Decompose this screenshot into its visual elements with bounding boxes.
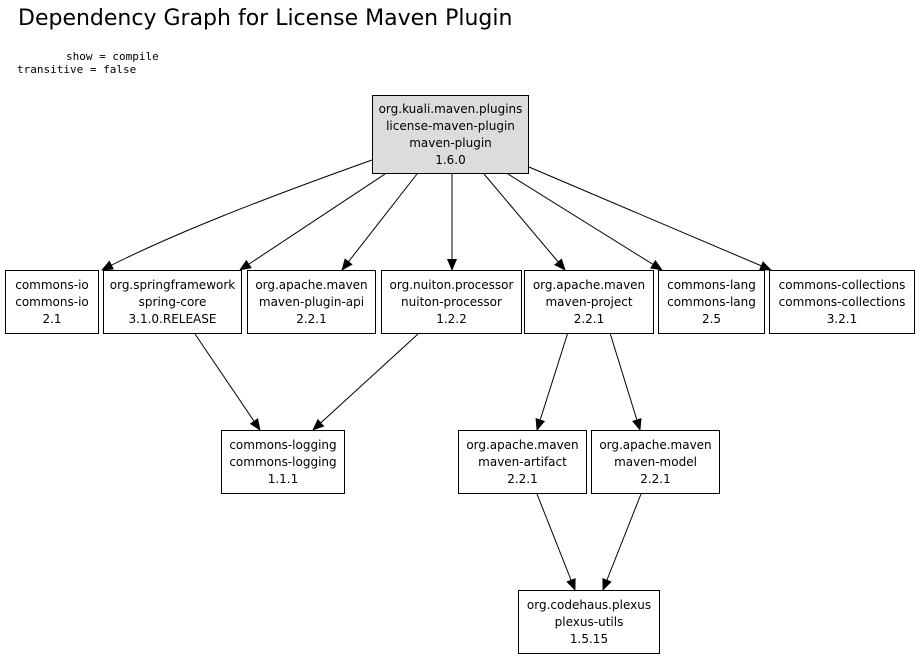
node-artifact-id: commons-io bbox=[15, 294, 89, 309]
param-show: show = compile bbox=[66, 50, 159, 63]
node-maven-model: org.apache.maven maven-model 2.2.1 bbox=[591, 430, 720, 494]
node-license-maven-plugin: org.kuali.maven.plugins license-maven-pl… bbox=[372, 95, 529, 174]
node-commons-lang: commons-lang commons-lang 2.5 bbox=[658, 270, 765, 334]
node-group-id: commons-lang bbox=[667, 277, 756, 292]
node-group-id: org.kuali.maven.plugins bbox=[378, 101, 523, 116]
edge-maven-model-plexus-utils bbox=[602, 493, 642, 591]
node-artifact-id: license-maven-plugin bbox=[386, 118, 515, 133]
node-version: 3.1.0.RELEASE bbox=[128, 311, 217, 326]
edge-root-commons-lang bbox=[507, 173, 663, 271]
edge-root-commons-io bbox=[101, 159, 373, 271]
node-artifact-id: spring-core bbox=[138, 294, 207, 309]
node-maven-project: org.apache.maven maven-project 2.2.1 bbox=[524, 270, 654, 334]
edge-root-maven-project bbox=[483, 173, 566, 271]
node-version: 3.2.1 bbox=[826, 311, 858, 326]
edge-root-maven-plugin-api bbox=[341, 173, 418, 271]
node-group-id: org.codehaus.plexus bbox=[526, 597, 652, 612]
node-artifact-id: commons-logging bbox=[229, 454, 337, 469]
node-version: 1.1.1 bbox=[267, 471, 299, 486]
node-packaging: maven-plugin bbox=[409, 135, 492, 150]
node-artifact-id: maven-artifact bbox=[478, 454, 567, 469]
node-maven-plugin-api: org.apache.maven maven-plugin-api 2.2.1 bbox=[247, 270, 376, 334]
node-artifact-id: maven-plugin-api bbox=[258, 294, 365, 309]
edge-root-spring-core bbox=[239, 173, 386, 271]
node-artifact-id: commons-collections bbox=[778, 294, 906, 309]
node-artifact-id: plexus-utils bbox=[554, 614, 624, 629]
page-title: Dependency Graph for License Maven Plugi… bbox=[18, 6, 513, 31]
node-version: 1.6.0 bbox=[435, 152, 466, 167]
node-artifact-id: maven-model bbox=[614, 454, 697, 469]
node-version: 2.2.1 bbox=[507, 471, 538, 486]
node-version: 2.5 bbox=[701, 311, 722, 326]
node-artifact-id: commons-lang bbox=[667, 294, 756, 309]
node-group-id: commons-io bbox=[15, 277, 89, 292]
edge-maven-artifact-plexus-utils bbox=[536, 493, 576, 591]
node-commons-collections: commons-collections commons-collections … bbox=[769, 270, 915, 334]
node-commons-io: commons-io commons-io 2.1 bbox=[5, 270, 99, 334]
edge-spring-core-commons-logging bbox=[194, 333, 261, 431]
node-version: 2.1 bbox=[42, 311, 62, 326]
node-group-id: org.apache.maven bbox=[532, 277, 646, 292]
node-version: 1.5.15 bbox=[569, 631, 609, 646]
node-spring-core: org.springframework spring-core 3.1.0.RE… bbox=[103, 270, 242, 334]
node-artifact-id: maven-project bbox=[545, 294, 633, 309]
node-group-id: commons-collections bbox=[778, 277, 906, 292]
node-group-id: org.apache.maven bbox=[599, 437, 712, 452]
node-commons-logging: commons-logging commons-logging 1.1.1 bbox=[221, 430, 345, 494]
node-group-id: commons-logging bbox=[229, 437, 337, 452]
param-transitive: transitive = false bbox=[17, 63, 137, 76]
node-nuiton-processor: org.nuiton.processor nuiton-processor 1.… bbox=[381, 270, 522, 334]
node-version: 2.2.1 bbox=[296, 311, 327, 326]
node-group-id: org.apache.maven bbox=[255, 277, 368, 292]
node-plexus-utils: org.codehaus.plexus plexus-utils 1.5.15 bbox=[518, 590, 660, 654]
node-version: 2.2.1 bbox=[573, 311, 605, 326]
node-maven-artifact: org.apache.maven maven-artifact 2.2.1 bbox=[458, 430, 587, 494]
node-group-id: org.nuiton.processor bbox=[389, 277, 514, 292]
node-group-id: org.apache.maven bbox=[466, 437, 579, 452]
node-group-id: org.springframework bbox=[109, 277, 236, 292]
node-version: 1.2.2 bbox=[436, 311, 467, 326]
node-artifact-id: nuiton-processor bbox=[401, 294, 502, 309]
edge-root-commons-collections bbox=[528, 166, 772, 271]
edge-nuiton-processor-commons-logging bbox=[312, 333, 419, 431]
node-version: 2.2.1 bbox=[640, 471, 671, 486]
